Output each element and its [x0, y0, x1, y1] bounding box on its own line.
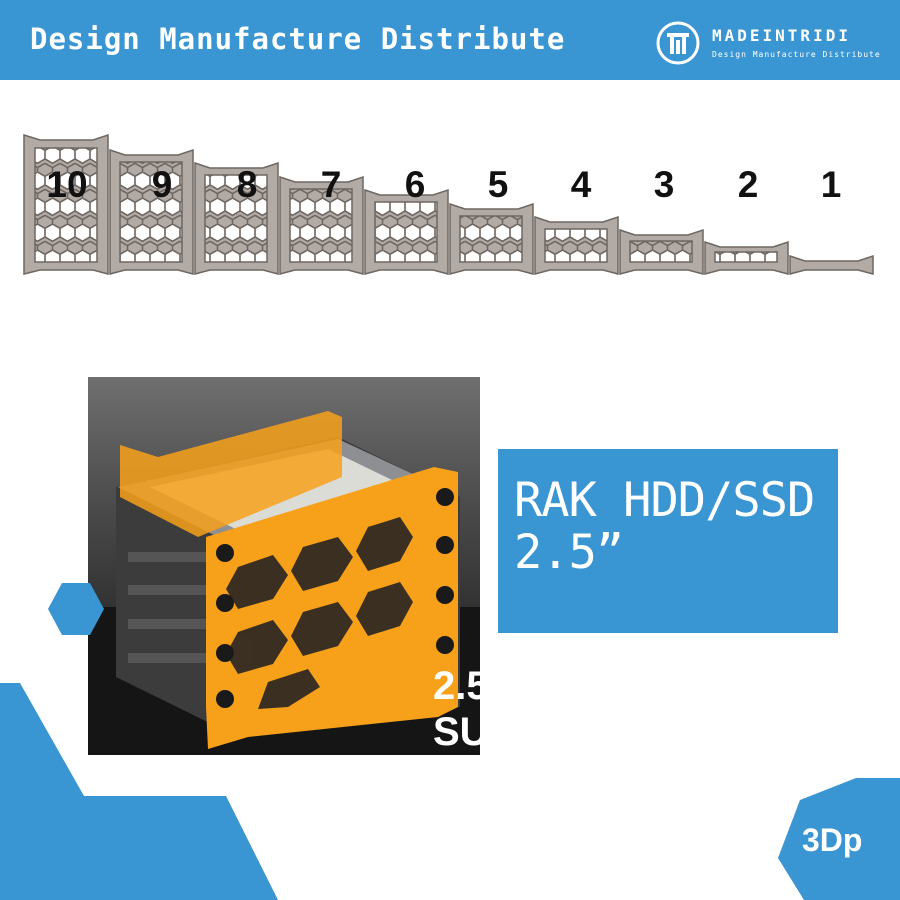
product-photo: 2.5 SU: [88, 377, 480, 755]
frame-label-9: 9: [151, 164, 173, 205]
brand-logo-icon: [656, 21, 700, 65]
brand-name: MADEINTRIDI: [712, 26, 851, 45]
frame-label-8: 8: [236, 164, 258, 205]
frame-7: [279, 175, 364, 275]
product-title-box: RAK HDD/SSD 2.5”: [498, 449, 838, 633]
frame-4: [534, 215, 619, 275]
header-tagline: Design Manufacture Distribute: [30, 22, 566, 56]
frame-2: [704, 240, 789, 275]
frame-10: [23, 133, 109, 275]
product-title-line1: RAK HDD/SSD: [514, 473, 815, 528]
frame-8: [194, 161, 279, 275]
frame-label-2: 2: [737, 164, 759, 205]
3dp-badge-label: 3Dp: [802, 822, 863, 858]
photo-overlay-line2: SU: [433, 710, 480, 754]
frame-label-3: 3: [653, 164, 675, 205]
photo-overlay-line1: 2.5: [433, 664, 480, 708]
frame-5: [449, 202, 534, 275]
frame-label-1: 1: [820, 164, 842, 205]
frame-3: [619, 228, 704, 275]
hexagon-decoration: [48, 583, 104, 635]
3dp-badge-shape: [778, 778, 900, 900]
frame-6: [364, 188, 449, 275]
frame-9: [109, 148, 194, 275]
header-bar: Design Manufacture Distribute MADEINTRID…: [0, 0, 900, 80]
frame-size-lineup: [23, 133, 874, 275]
frame-label-5: 5: [487, 164, 509, 205]
frame-1: [789, 254, 874, 275]
frame-label-7: 7: [320, 164, 342, 205]
brand-subtitle: Design Manufacture Distribute: [712, 50, 881, 59]
frame-label-6: 6: [404, 164, 426, 205]
product-title-line2: 2.5”: [514, 525, 624, 580]
hdd-stack-image: [88, 411, 480, 755]
photo-overlay-text: 2.5 SU: [433, 663, 480, 755]
product-title: RAK HDD/SSD 2.5”: [514, 473, 815, 580]
frame-label-10: 10: [46, 164, 88, 205]
frame-label-4: 4: [570, 164, 592, 205]
